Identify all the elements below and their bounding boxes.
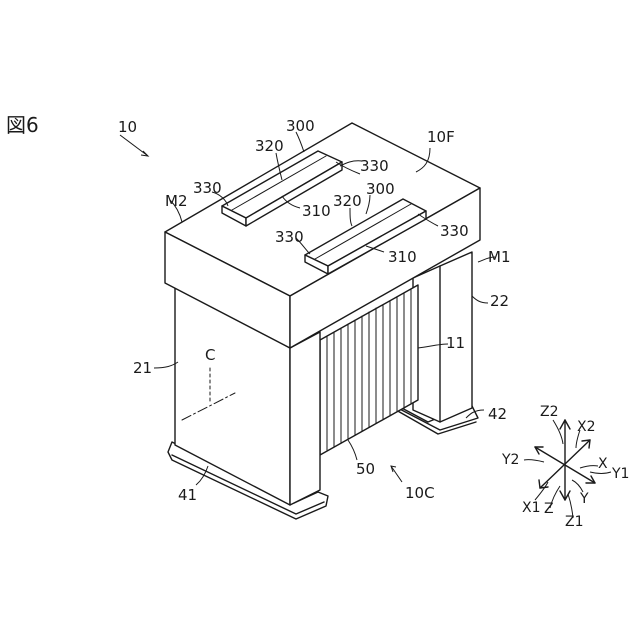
axis-label-y: Y [579, 491, 589, 507]
label-320b: 320 [333, 192, 362, 210]
label-21: 21 [133, 359, 152, 377]
label-m2: M2 [165, 192, 188, 210]
label-c: C [205, 346, 215, 364]
label-300b: 300 [366, 180, 395, 198]
label-50: 50 [356, 460, 375, 478]
label-10c: 10C [405, 484, 435, 502]
axis-label-x2: X2 [577, 419, 596, 435]
figure-title: 図6 [6, 113, 39, 137]
label-310a: 310 [302, 202, 331, 220]
label-330b: 330 [193, 179, 222, 197]
label-42: 42 [488, 405, 507, 423]
axis-label-z2: Z2 [540, 404, 559, 420]
axis-label-z1: Z1 [565, 514, 584, 530]
label-m1: M1 [488, 248, 511, 266]
label-330d: 330 [275, 228, 304, 246]
label-41: 41 [178, 486, 197, 504]
label-300a: 300 [286, 117, 315, 135]
axis-label-x1: X1 [522, 500, 541, 516]
label-10: 10 [118, 118, 137, 136]
label-310b: 310 [388, 248, 417, 266]
label-330a: 330 [360, 157, 389, 175]
label-330c: 330 [440, 222, 469, 240]
axis-label-y2: Y2 [501, 452, 519, 468]
label-10f: 10F [427, 128, 455, 146]
label-22: 22 [490, 292, 509, 310]
axis-label-z: Z [544, 501, 554, 517]
axis-label-x: X [598, 456, 608, 472]
label-11: 11 [446, 334, 465, 352]
label-320a: 320 [255, 137, 284, 155]
axis-label-y1: Y1 [611, 466, 629, 482]
